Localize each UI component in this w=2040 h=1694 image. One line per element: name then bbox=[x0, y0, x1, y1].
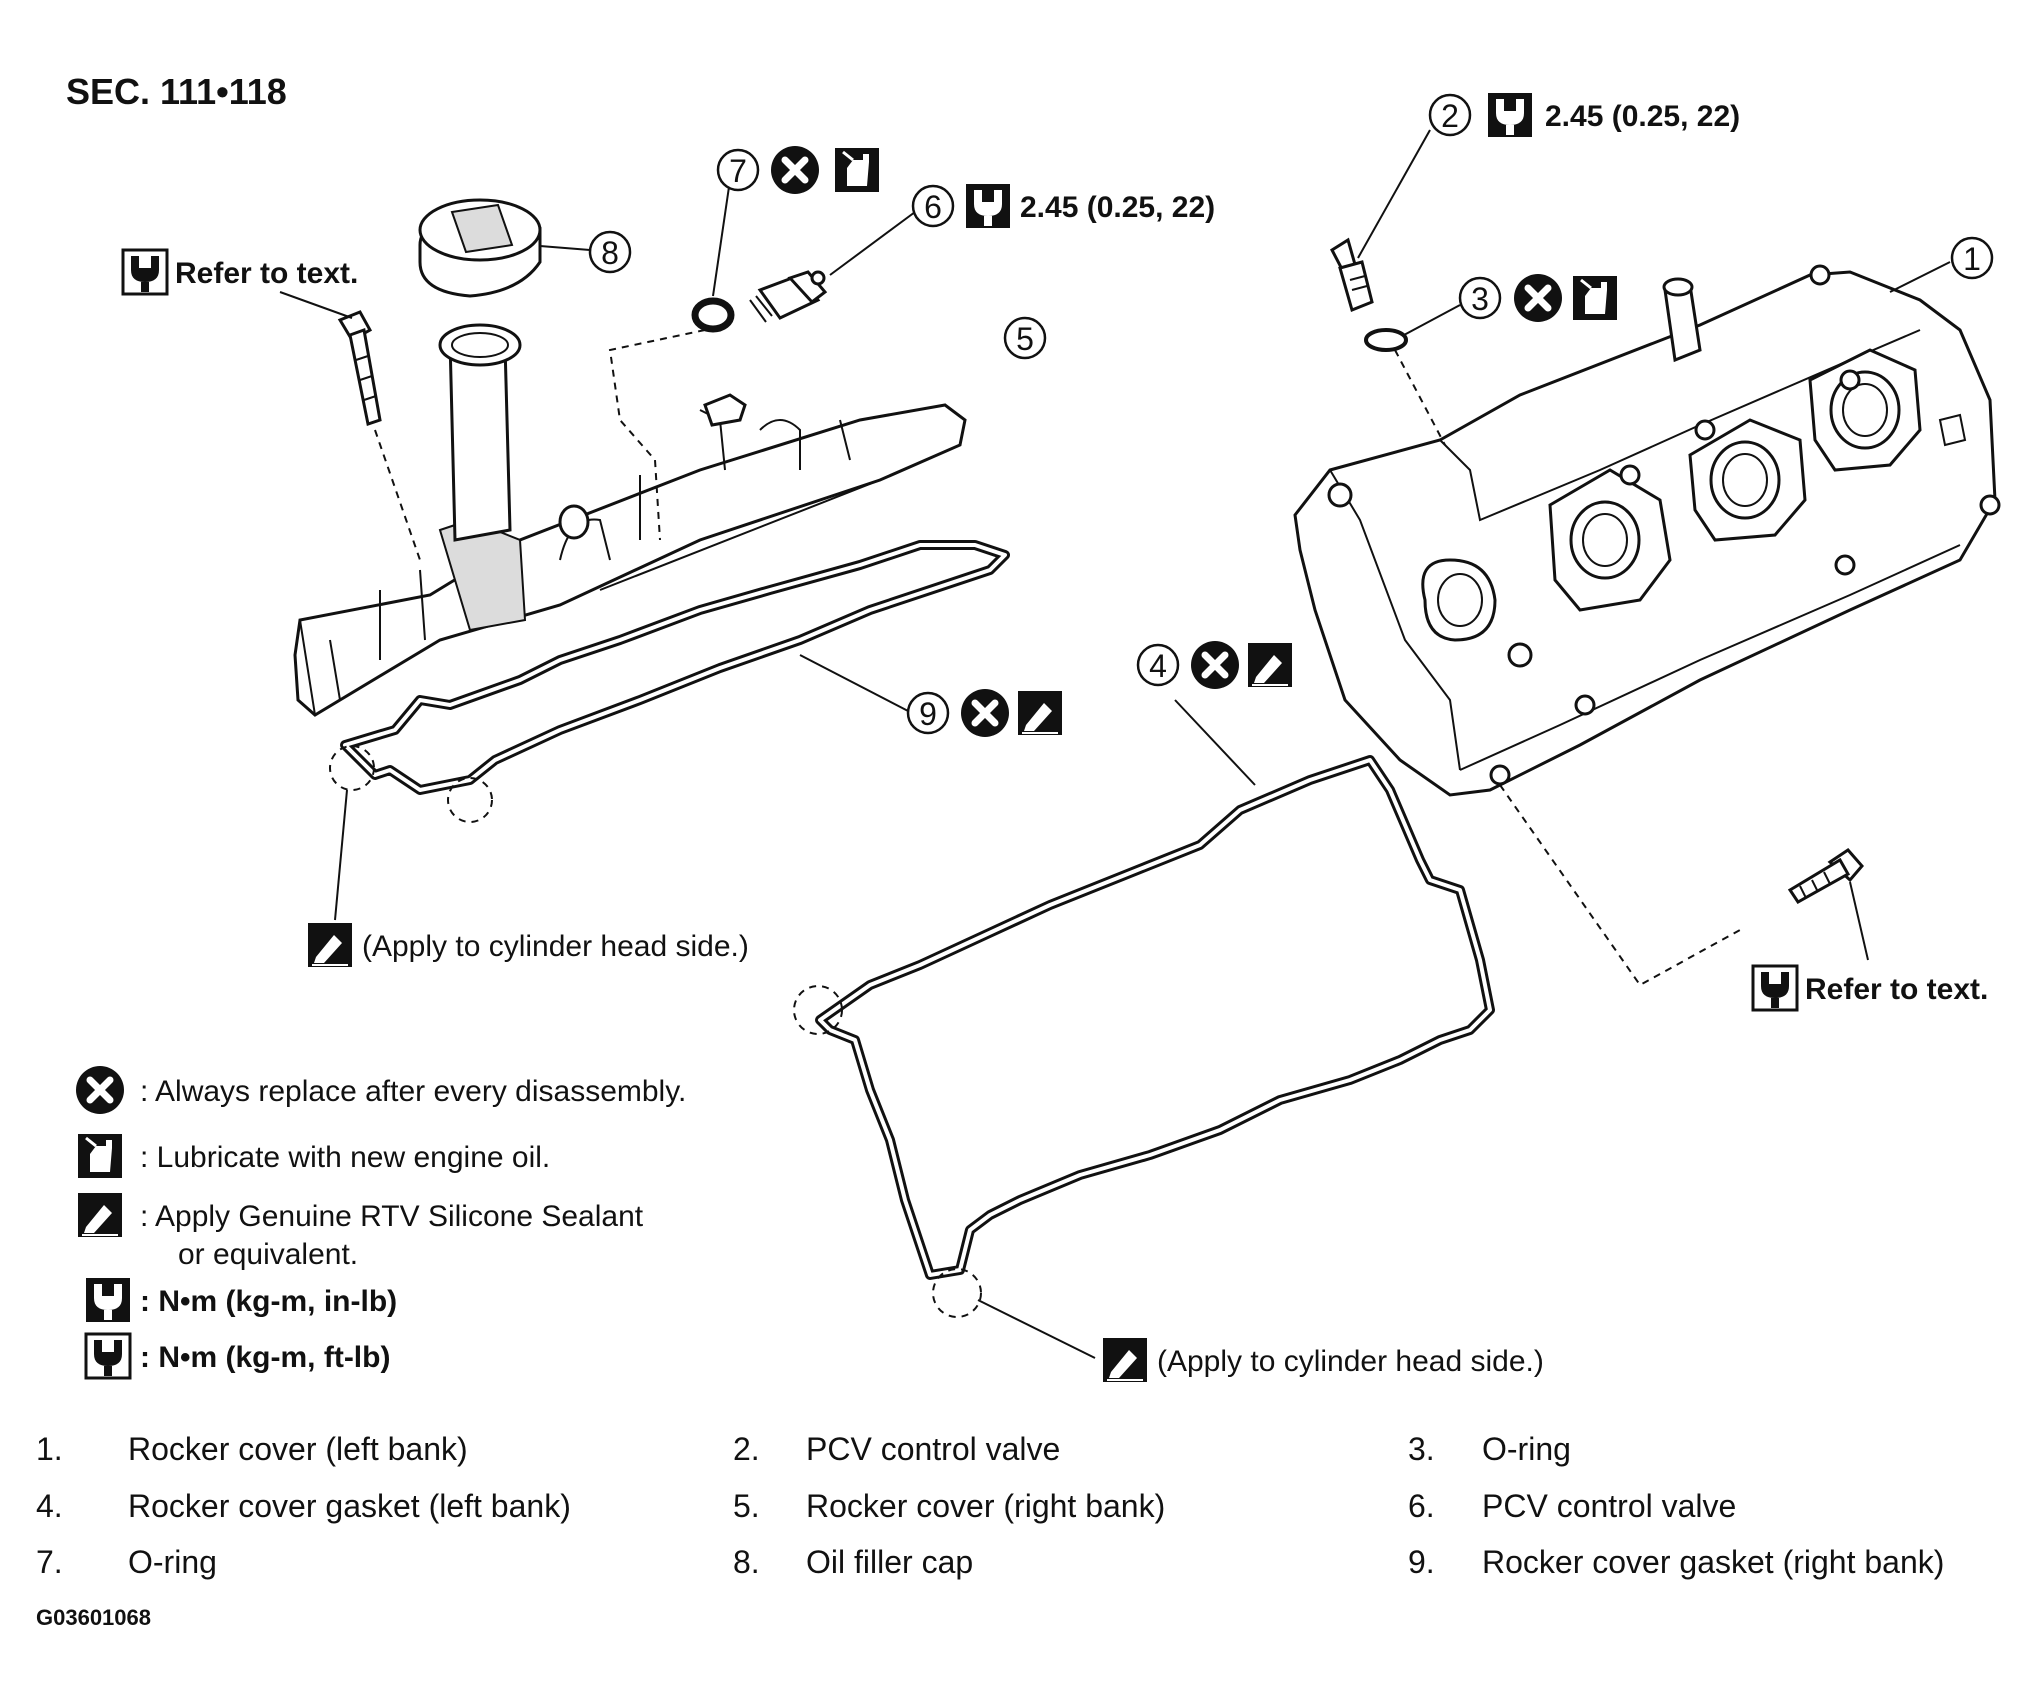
callout-7: 7 bbox=[716, 148, 760, 192]
svg-text:6.: 6. bbox=[1408, 1488, 1435, 1524]
legend-sealant-line-2: or equivalent. bbox=[178, 1238, 358, 1271]
torque-wrench-in-lb-icon-6 bbox=[966, 184, 1010, 228]
rocker-cover-gasket-left-bank bbox=[793, 699, 1495, 1359]
torque-note-bolt-right: Refer to text. bbox=[1805, 973, 1988, 1006]
svg-text:7.: 7. bbox=[36, 1544, 63, 1580]
spark-plug-port-4 bbox=[1808, 348, 1922, 472]
oil-can-icon-7 bbox=[833, 146, 881, 194]
bolt-left bbox=[279, 291, 421, 561]
svg-text:Rocker cover gasket (left bank: Rocker cover gasket (left bank) bbox=[128, 1488, 571, 1524]
svg-text:9: 9 bbox=[919, 696, 937, 732]
apply-note-right: (Apply to cylinder head side.) bbox=[1157, 1345, 1544, 1378]
parts-list-item: 6. PCV control valve bbox=[1408, 1488, 1736, 1524]
torque-value-2: 2.45 (0.25, 22) bbox=[1545, 100, 1740, 133]
svg-text:1.: 1. bbox=[36, 1431, 63, 1467]
callout-4: 4 bbox=[1136, 643, 1180, 687]
svg-text:Rocker cover (right bank): Rocker cover (right bank) bbox=[806, 1488, 1165, 1524]
spark-plug-port-3 bbox=[1688, 418, 1807, 542]
svg-text:5.: 5. bbox=[733, 1488, 760, 1524]
sealant-icon-apply-right bbox=[1102, 1337, 1148, 1383]
svg-text:1: 1 bbox=[1963, 241, 1981, 277]
torque-value-6: 2.45 (0.25, 22) bbox=[1020, 191, 1215, 224]
torque-wrench-ft-lb-icon bbox=[84, 1332, 132, 1380]
legend-torque-in-lb: : N•m (kg-m, in-lb) bbox=[140, 1285, 397, 1318]
pcv-control-valve-left bbox=[608, 211, 916, 541]
rocker-cover-right-bank bbox=[293, 323, 967, 717]
legend-torque-ft-lb: : N•m (kg-m, ft-lb) bbox=[140, 1341, 390, 1374]
x-circle-icon bbox=[76, 1066, 124, 1114]
svg-text:2: 2 bbox=[1441, 98, 1459, 134]
sealant-icon-9 bbox=[1017, 690, 1063, 736]
callout-3: 3 bbox=[1458, 276, 1502, 320]
parts-list-item: 7. O-ring bbox=[36, 1544, 217, 1580]
callout-5: 5 bbox=[1003, 316, 1047, 360]
svg-text:2.: 2. bbox=[733, 1431, 760, 1467]
svg-text:7: 7 bbox=[729, 153, 747, 189]
parts-list: 1. Rocker cover (left bank) 2. PCV contr… bbox=[36, 1431, 1944, 1580]
svg-text:O-ring: O-ring bbox=[128, 1544, 217, 1580]
sealant-icon-apply-left bbox=[307, 922, 353, 968]
torque-wrench-in-lb-icon-2 bbox=[1488, 93, 1532, 137]
replace-icon-9 bbox=[961, 689, 1009, 737]
legend-lubricate: : Lubricate with new engine oil. bbox=[140, 1141, 550, 1174]
svg-text:Rocker cover (left bank): Rocker cover (left bank) bbox=[128, 1431, 468, 1467]
svg-text:8: 8 bbox=[601, 235, 619, 271]
svg-text:3.: 3. bbox=[1408, 1431, 1435, 1467]
svg-text:Oil filler cap: Oil filler cap bbox=[806, 1544, 973, 1580]
svg-text:5: 5 bbox=[1016, 321, 1034, 357]
bolt-right bbox=[1499, 784, 1869, 987]
callout-9: 9 bbox=[906, 691, 950, 735]
pcv-control-valve-right bbox=[1330, 129, 1431, 313]
svg-text:3: 3 bbox=[1471, 281, 1489, 317]
legend-sealant-line-1: : Apply Genuine RTV Silicone Sealant bbox=[140, 1200, 644, 1233]
sealant-tube-icon bbox=[77, 1192, 123, 1238]
svg-text:4: 4 bbox=[1149, 648, 1167, 684]
svg-text:4.: 4. bbox=[36, 1488, 63, 1524]
callout-6: 6 bbox=[911, 184, 955, 228]
rocker-cover-left-bank bbox=[1293, 261, 2001, 797]
svg-text:8.: 8. bbox=[733, 1544, 760, 1580]
replace-icon-7 bbox=[771, 146, 819, 194]
svg-text:Rocker cover gasket (right ban: Rocker cover gasket (right bank) bbox=[1482, 1544, 1944, 1580]
svg-text:6: 6 bbox=[924, 189, 942, 225]
parts-list-item: 4. Rocker cover gasket (left bank) bbox=[36, 1488, 571, 1524]
replace-icon-3 bbox=[1514, 274, 1562, 322]
svg-text:O-ring: O-ring bbox=[1482, 1431, 1571, 1467]
torque-wrench-in-lb-icon bbox=[86, 1278, 130, 1322]
callout-1: 1 bbox=[1950, 236, 1994, 280]
replace-icon-4 bbox=[1191, 641, 1239, 689]
o-ring-right bbox=[1364, 304, 1461, 446]
svg-text:9.: 9. bbox=[1408, 1544, 1435, 1580]
figure-id: G03601068 bbox=[36, 1605, 151, 1630]
torque-wrench-ft-lb-icon-bolt-left bbox=[121, 248, 169, 296]
legend-replace: : Always replace after every disassembly… bbox=[140, 1075, 686, 1108]
section-title: SEC. 111•118 bbox=[66, 71, 287, 112]
spark-plug-port-1 bbox=[1421, 558, 1497, 642]
rocker-cover-gasket-right-bank bbox=[329, 540, 1010, 921]
oil-can-icon bbox=[76, 1132, 124, 1180]
o-ring-left bbox=[691, 179, 735, 333]
parts-list-item: 9. Rocker cover gasket (right bank) bbox=[1408, 1544, 1944, 1580]
parts-list-item: 2. PCV control valve bbox=[733, 1431, 1060, 1467]
parts-list-item: 8. Oil filler cap bbox=[733, 1544, 973, 1580]
parts-list-item: 3. O-ring bbox=[1408, 1431, 1571, 1467]
oil-filler-cap bbox=[418, 198, 591, 298]
apply-note-left: (Apply to cylinder head side.) bbox=[362, 930, 749, 963]
oil-can-icon-3 bbox=[1571, 274, 1619, 322]
torque-wrench-ft-lb-icon-bolt-right bbox=[1751, 964, 1799, 1012]
torque-note-bolt-left: Refer to text. bbox=[175, 257, 358, 290]
sealant-icon-4 bbox=[1247, 642, 1293, 688]
spark-plug-port-2 bbox=[1548, 468, 1672, 612]
legend: : Always replace after every disassembly… bbox=[76, 1066, 686, 1380]
parts-list-item: 1. Rocker cover (left bank) bbox=[36, 1431, 468, 1467]
svg-text:PCV control valve: PCV control valve bbox=[1482, 1488, 1736, 1524]
svg-text:PCV control valve: PCV control valve bbox=[806, 1431, 1060, 1467]
parts-list-item: 5. Rocker cover (right bank) bbox=[733, 1488, 1165, 1524]
callout-8: 8 bbox=[588, 230, 632, 274]
callout-2: 2 bbox=[1428, 93, 1472, 137]
